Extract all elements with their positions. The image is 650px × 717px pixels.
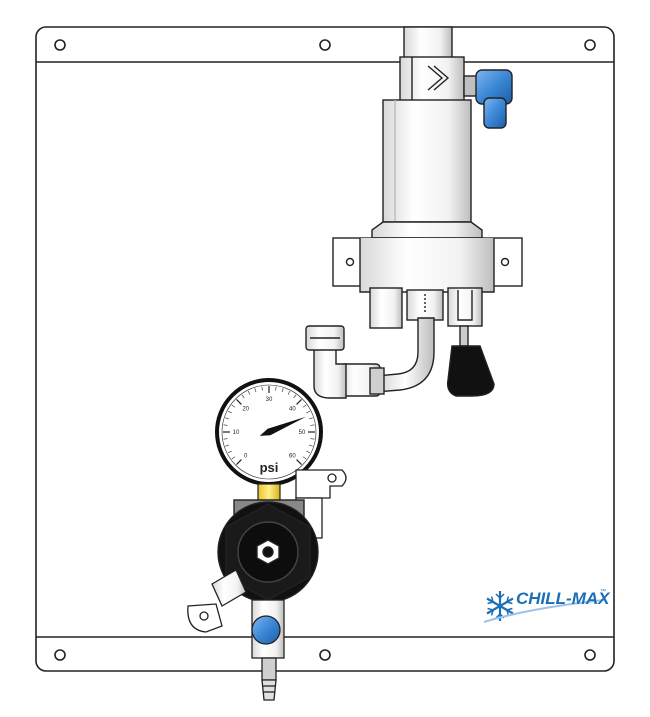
gauge-tick — [296, 459, 302, 465]
logo-swoosh — [483, 599, 605, 623]
mounting-hole — [54, 39, 596, 661]
bottom-outlet-valve — [251, 599, 285, 701]
gauge-tick — [236, 459, 242, 465]
gauge-tick — [247, 390, 251, 395]
gauge-tick — [227, 450, 232, 454]
gauge-tick-label: 20 — [242, 407, 249, 413]
gauge-tick-label: 50 — [299, 430, 306, 436]
gauge-tick — [308, 444, 313, 447]
gauge-tick — [287, 390, 291, 395]
gauge-tick-labels: 0 10 20 30 40 50 60 — [233, 397, 306, 459]
gauge-tick — [281, 388, 284, 393]
gauge-ticks — [223, 386, 315, 465]
gauge-tick — [236, 399, 242, 405]
snowflake-arm — [486, 596, 501, 607]
chill-max-logo: CHILL-MAX ™ — [483, 588, 611, 623]
logo-trademark: ™ — [600, 588, 606, 595]
snowflake-arm — [495, 591, 505, 606]
blue-elbow-fitting — [463, 69, 513, 129]
gauge-tick — [308, 417, 313, 420]
gauge-tick-label: 0 — [244, 453, 248, 459]
gauge-stem — [257, 483, 281, 501]
gauge-tick — [225, 444, 230, 447]
gauge-tick — [261, 386, 263, 391]
gauge-tick — [306, 450, 311, 454]
gauge-tick — [225, 417, 230, 420]
gauge-tick — [231, 404, 236, 408]
filter-head-assembly — [332, 26, 523, 329]
gauge-tick — [302, 404, 307, 408]
pressure-gauge: 0 10 20 30 40 50 60 psi — [215, 378, 323, 486]
gauge-tick — [275, 386, 277, 391]
gauge-tick — [310, 424, 315, 426]
logo-brand-text: CHILL-MAX — [516, 589, 611, 608]
gauge-tick-label: 30 — [266, 397, 273, 403]
gauge-unit-label: psi — [260, 460, 279, 475]
gauge-tick — [223, 424, 228, 426]
black-knob — [446, 325, 495, 397]
gauge-tick — [241, 394, 245, 399]
gauge-tick — [223, 438, 228, 440]
gauge-tick-label: 40 — [289, 407, 296, 413]
gauge-needle — [259, 416, 306, 436]
gauge-tick — [231, 456, 236, 460]
gauge-tick-label: 10 — [233, 430, 240, 436]
regulator-body — [217, 499, 319, 603]
gauge-tick — [296, 399, 302, 405]
gauge-tick — [227, 410, 232, 414]
outlet-elbow-pipe — [305, 317, 435, 399]
gauge-tick — [310, 438, 315, 440]
snowflake-arm — [499, 596, 514, 607]
gauge-tick — [254, 388, 257, 393]
gauge-tick — [293, 394, 297, 399]
gauge-tick — [306, 410, 311, 414]
gauge-tick — [302, 456, 307, 460]
snowflake-arm — [486, 605, 501, 616]
side-inlet-valve — [187, 569, 247, 633]
gauge-tick-label: 60 — [289, 453, 296, 459]
